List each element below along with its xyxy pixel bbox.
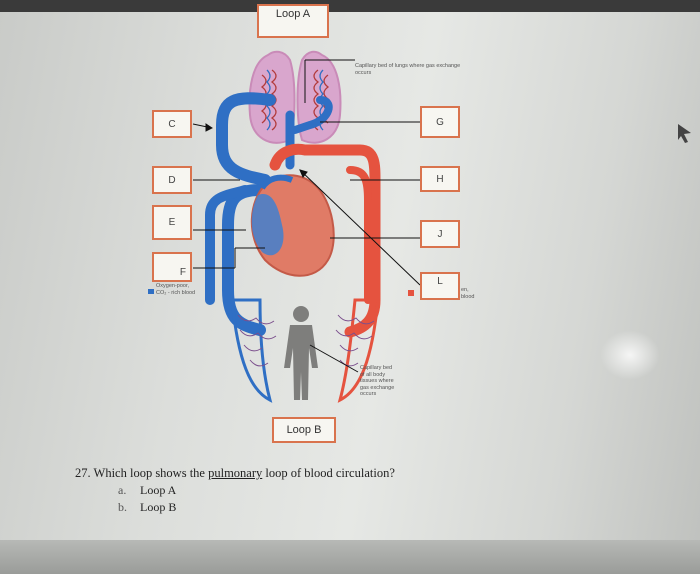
label-box-l: L <box>420 272 460 300</box>
screen-bottom-edge <box>0 540 700 574</box>
body-capillary-caption: Capillary bed of all body tissues where … <box>360 365 420 398</box>
label-box-j: J <box>420 220 460 248</box>
question-prefix: 27. Which loop shows the <box>75 466 209 480</box>
oxygen-poor-vessels <box>205 92 333 336</box>
option-letter: b. <box>118 500 127 514</box>
legend-oxygen-rich-blood-line: blood <box>461 293 475 300</box>
legend-oxygen-poor-swatch <box>148 289 154 294</box>
body-caption-line: gas exchange <box>360 384 395 391</box>
option-text: Loop A <box>140 483 177 497</box>
answer-option-b[interactable]: b. Loop B <box>118 500 176 515</box>
label-box-c: C <box>152 110 192 138</box>
legend-oxygen-rich-text: en, blood <box>461 287 501 300</box>
body-capillary-bed <box>230 298 380 403</box>
label-box-f: F <box>152 252 192 282</box>
loop-a-label: Loop A <box>257 4 329 38</box>
body-caption-line: tissues where <box>360 378 394 384</box>
legend-co2-rich-line: CO₂ - rich blood <box>156 289 196 296</box>
legend-oxygen-rich-swatch <box>408 290 414 296</box>
screen-glare <box>600 330 660 380</box>
option-letter: a. <box>118 483 127 497</box>
option-text: Loop B <box>140 500 177 514</box>
body-caption-line: of all body <box>360 371 386 378</box>
question-text: 27. Which loop shows the pulmonary loop … <box>75 466 395 481</box>
legend-oxygen-poor-line: Oxygen-poor, <box>156 283 190 289</box>
screen-top-bezel <box>0 0 700 12</box>
body-caption-line: occurs <box>360 391 377 397</box>
question-suffix: loop of blood circulation? <box>262 466 395 480</box>
label-box-e: E <box>152 205 192 240</box>
leader-lines <box>192 59 421 373</box>
legend-oxygen-rich-line: en, <box>461 287 469 293</box>
label-box-h: H <box>420 166 460 192</box>
question-underlined-word: pulmonary <box>208 466 263 480</box>
mouse-cursor-icon <box>678 124 691 143</box>
answer-option-a[interactable]: a. Loop A <box>118 483 176 498</box>
heart <box>250 174 335 277</box>
body-caption-line: Capillary bed <box>360 365 393 371</box>
loop-b-label: Loop B <box>272 417 336 443</box>
legend-oxygen-poor-text: Oxygen-poor, CO₂ - rich blood <box>156 283 216 296</box>
lung-capillary-caption: Capillary bed of lungs where gas exchang… <box>355 63 461 76</box>
label-box-g: G <box>420 106 460 138</box>
human-figure <box>284 306 318 400</box>
label-box-d: D <box>152 166 192 194</box>
